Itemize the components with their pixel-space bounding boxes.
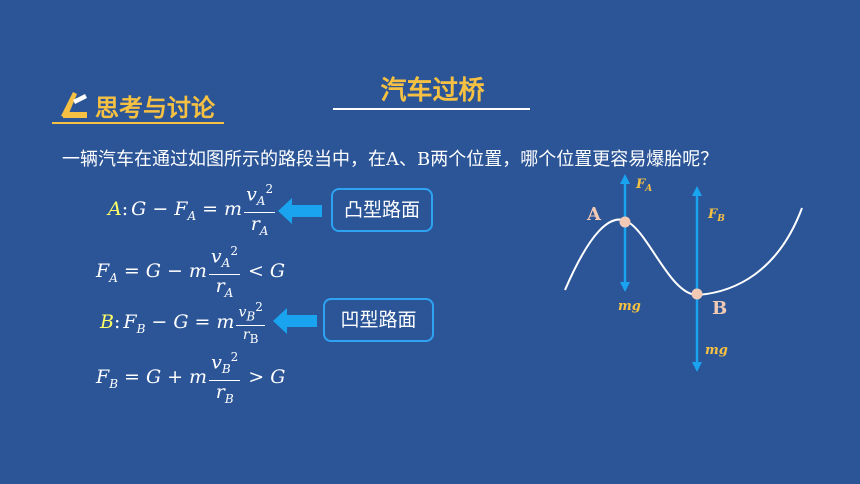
subscript-b: B: [246, 309, 256, 324]
left-arrow-icon: [278, 198, 322, 224]
subscript-b: B: [221, 362, 231, 377]
convex-road-box: 凸型路面: [331, 188, 433, 232]
symbol-v: v: [210, 245, 222, 268]
force-a-symbol: F: [635, 177, 646, 192]
point-a-label: A: [108, 197, 122, 220]
concave-road-box: 凹型路面: [323, 298, 434, 342]
force-a-subscript: A: [644, 184, 652, 194]
force-b-arrowhead: [692, 186, 702, 196]
point-b-label: B: [712, 298, 727, 319]
section-label: 思考与讨论: [95, 94, 215, 122]
numerator: vB2: [209, 346, 241, 382]
colon: :: [121, 197, 129, 220]
force-b-subscript: B: [716, 214, 725, 224]
minus-sign: −: [166, 259, 183, 282]
equals-sign: =: [202, 197, 219, 220]
point-a-label: A: [586, 204, 602, 225]
symbol-g: G: [145, 365, 162, 388]
superscript-2: 2: [230, 350, 239, 364]
symbol-g: G: [173, 311, 189, 334]
road-diagram: A B FA FB mg mg: [564, 174, 803, 372]
pencil-ruler-icon: [61, 92, 87, 118]
left-arrow-icon: [273, 308, 317, 334]
symbol-m: m: [188, 259, 207, 282]
page-title: 汽车过桥: [380, 76, 485, 106]
gravity-b-label: mg: [705, 343, 728, 358]
symbol-v: v: [246, 183, 257, 206]
gravity-b-arrowhead: [692, 362, 702, 372]
denominator: rA: [209, 275, 240, 304]
symbol-r: r: [215, 381, 225, 404]
equals-sign: =: [123, 259, 140, 282]
symbol-f: F: [174, 197, 188, 220]
symbol-r: r: [215, 275, 225, 298]
symbol-r: r: [250, 213, 260, 236]
subscript-a: A: [256, 194, 266, 209]
denominator: rA: [244, 213, 275, 242]
symbol-g: G: [131, 197, 147, 220]
title-underline: [333, 108, 530, 110]
superscript-2: 2: [230, 244, 238, 258]
subscript-a: A: [187, 208, 197, 223]
symbol-f: F: [96, 259, 110, 282]
symbol-v: v: [211, 351, 222, 374]
force-b-label: FB: [707, 207, 725, 224]
force-b-symbol: F: [707, 207, 718, 222]
symbol-g: G: [270, 365, 286, 388]
symbol-f: F: [123, 311, 137, 334]
superscript-2: 2: [265, 182, 274, 196]
denominator: rB: [236, 326, 264, 348]
subscript-b: B: [224, 391, 234, 406]
symbol-f: F: [96, 365, 110, 388]
plus-sign: +: [167, 365, 184, 388]
superscript-2: 2: [255, 300, 263, 314]
subscript-a: A: [221, 256, 231, 271]
subscript-b: B: [109, 376, 119, 391]
gravity-a-arrowhead: [620, 282, 630, 292]
road-curve: [564, 207, 803, 297]
symbol-m: m: [189, 365, 208, 388]
force-a-arrowhead: [620, 174, 630, 184]
colon: :: [113, 311, 121, 334]
point-a-marker: [619, 216, 631, 228]
subscript-b: B: [136, 321, 146, 336]
subscript-a: A: [109, 270, 118, 285]
minus-sign: −: [152, 197, 169, 220]
point-b-marker: [691, 288, 703, 300]
symbol-g: G: [145, 259, 161, 282]
symbol-v: v: [238, 304, 247, 321]
subscript-b: B: [249, 332, 259, 347]
equals-sign: =: [194, 311, 211, 334]
equals-sign: =: [124, 365, 140, 388]
numerator: vA2: [208, 240, 240, 276]
minus-sign: −: [151, 311, 168, 334]
symbol-r: r: [242, 327, 250, 344]
section-underline: [52, 122, 224, 124]
subscript-a: A: [259, 223, 269, 238]
gravity-a-label: mg: [618, 299, 641, 314]
greater-than-sign: >: [248, 365, 265, 388]
less-than-sign: <: [247, 259, 264, 282]
point-b-label: B: [100, 311, 114, 334]
symbol-m: m: [224, 197, 243, 220]
denominator: rB: [209, 381, 240, 410]
symbol-m: m: [216, 311, 235, 334]
numerator: vA2: [244, 178, 276, 214]
numerator: vB2: [236, 298, 265, 327]
force-a-label: FA: [635, 177, 652, 194]
question-text: 一辆汽车在通过如图所示的路段当中，在A、B两个位置，哪个位置更容易爆胎呢？: [62, 149, 719, 170]
subscript-a: A: [224, 285, 234, 300]
symbol-g: G: [269, 259, 286, 282]
